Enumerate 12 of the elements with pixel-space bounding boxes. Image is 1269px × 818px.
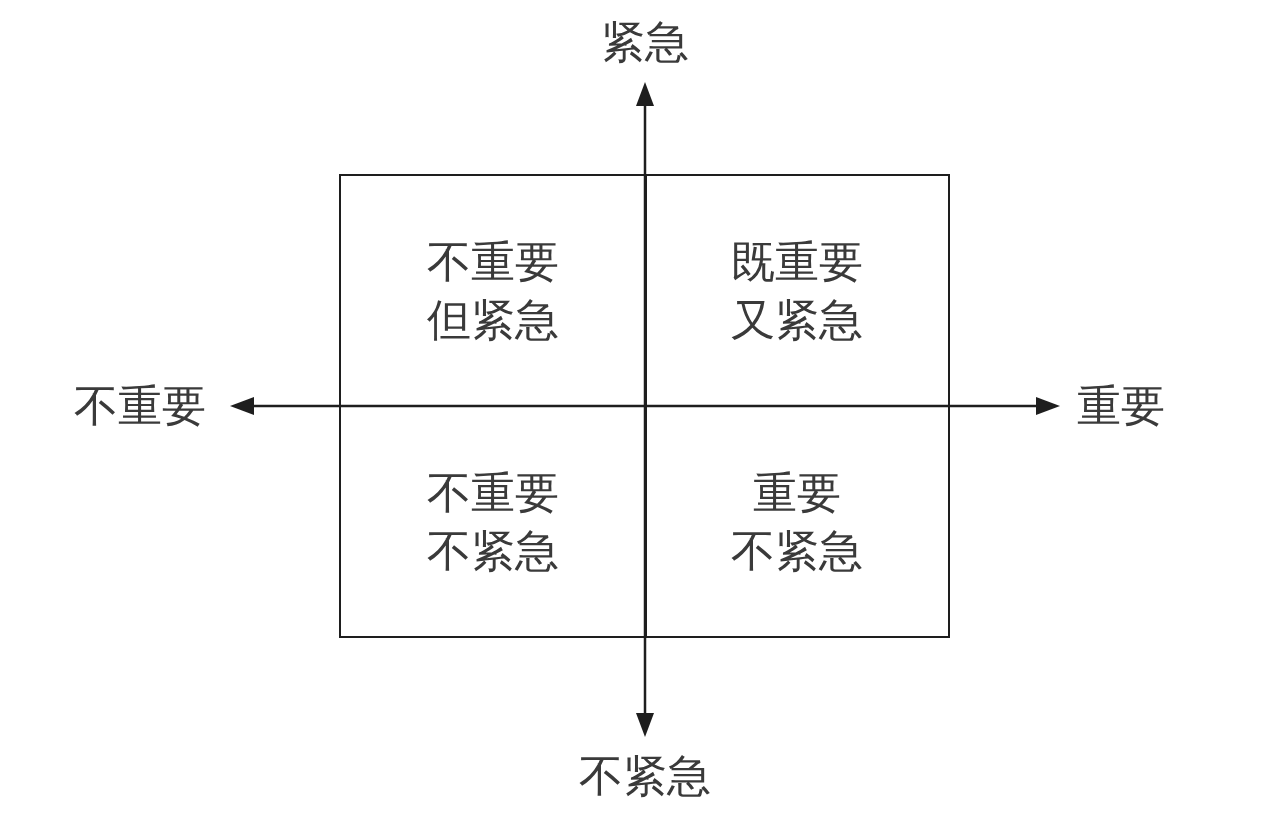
axis-label: 紧急 <box>601 16 689 68</box>
quadrant-label: 既重要又紧急 <box>731 234 863 347</box>
quadrant-box <box>339 405 647 638</box>
quadrant-box <box>644 405 950 638</box>
quadrant-label: 不重要不紧急 <box>427 465 559 578</box>
axis-label: 重要 <box>1077 380 1165 432</box>
quadrant-label: 重要不紧急 <box>731 465 863 578</box>
quadrant-box <box>339 174 647 407</box>
quadrant-label: 不重要但紧急 <box>427 234 559 347</box>
quadrant-box <box>644 174 950 407</box>
axis-label: 不重要 <box>74 380 206 432</box>
axis-label: 不紧急 <box>579 750 711 802</box>
